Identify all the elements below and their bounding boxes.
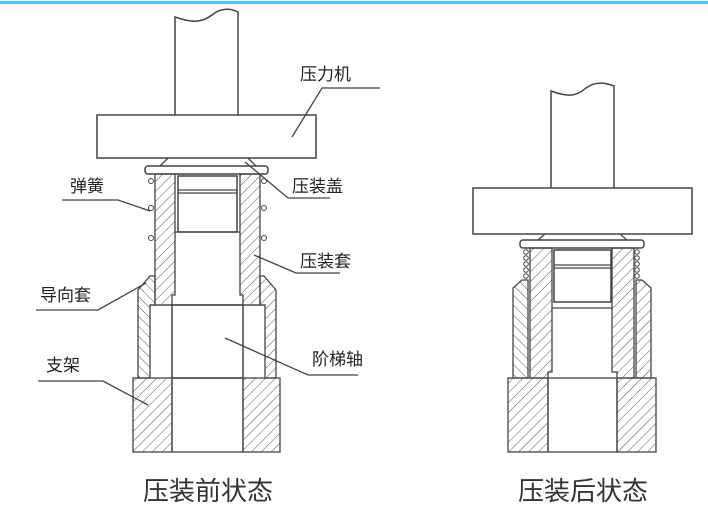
press-plate — [96, 114, 317, 159]
press-ram-rod — [550, 82, 615, 188]
label-stepped-shaft: 阶梯轴 — [312, 350, 363, 370]
after-assembly: 压装后状态 — [472, 82, 693, 507]
guide-sleeve-left — [512, 279, 529, 379]
label-spring: 弹簧 — [70, 177, 104, 197]
guide-sleeve-right — [259, 275, 277, 379]
top-accent-line — [0, 1, 708, 4]
bracket-left — [507, 377, 549, 453]
label-press-sleeve: 压装套 — [300, 252, 351, 272]
label-press: 压力机 — [300, 65, 351, 85]
bracket-right — [242, 377, 281, 453]
press-sleeve-left — [529, 247, 553, 379]
cap-neck — [159, 157, 257, 167]
stepped-shaft — [547, 377, 618, 453]
shaft-head — [553, 249, 612, 303]
label-guide-sleeve: 导向套 — [40, 286, 91, 306]
press-sleeve-right — [611, 247, 635, 379]
bracket-right — [616, 377, 657, 453]
stepped-shaft — [171, 304, 244, 379]
press-ram-rod — [174, 8, 239, 115]
bracket-left — [132, 377, 173, 453]
label-bracket: 支架 — [46, 356, 80, 376]
label-press-cap: 压装盖 — [292, 177, 343, 197]
bracket-bore — [171, 377, 244, 453]
caption-after: 压装后状态 — [518, 477, 648, 507]
spring — [148, 178, 267, 241]
before-assembly: 压力机 压装盖 压装套 弹簧 导向套 支架 阶梯轴 压装前状态 — [36, 8, 380, 507]
press-sleeve-left — [154, 173, 176, 306]
caption-before: 压装前状态 — [143, 477, 273, 507]
guide-sleeve-left — [137, 275, 156, 379]
shaft-head — [177, 175, 238, 233]
press-cap — [144, 165, 269, 175]
guide-sleeve-right — [635, 279, 652, 379]
press-plate — [472, 187, 693, 235]
press-cap — [519, 239, 645, 249]
press-sleeve-right — [239, 173, 261, 306]
spring — [523, 249, 640, 279]
